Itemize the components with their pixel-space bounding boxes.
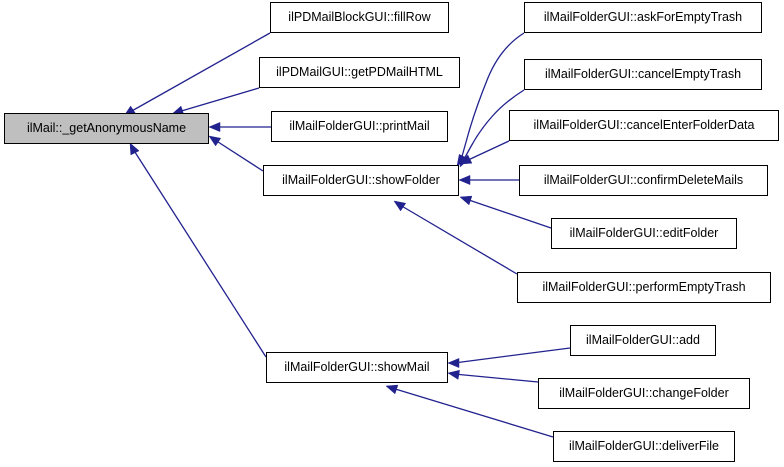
node-ilpdmailblockgui-fillrow[interactable]: ilPDMailBlockGUI::fillRow (270, 2, 449, 33)
node-label: ilMailFolderGUI::showFolder (282, 173, 440, 188)
node-label: ilMailFolderGUI::confirmDeleteMails (543, 173, 744, 188)
node-ilpdmailgui-getpdmailhtml[interactable]: ilPDMailGUI::getPDMailHTML (259, 57, 460, 88)
node-label: ilMail::_getAnonymousName (26, 121, 187, 136)
node-label: ilMailFolderGUI::cancelEnterFolderData (533, 118, 755, 133)
arrowhead-editFolder-to-showFolder (459, 195, 473, 206)
node-label: ilMailFolderGUI::changeFolder (559, 386, 729, 401)
edge-getPDMailHTML-to-root (177, 87, 260, 113)
node-label: ilPDMailBlockGUI::fillRow (288, 10, 431, 25)
node-ilmailfoldergui-performemptytrash[interactable]: ilMailFolderGUI::performEmptyTrash (517, 272, 771, 303)
node-ilmailfoldergui-changefolder[interactable]: ilMailFolderGUI::changeFolder (538, 378, 750, 409)
edge-showMail-to-root (132, 148, 267, 358)
node-label: ilMailFolderGUI::editFolder (569, 226, 719, 241)
node-ilmailfoldergui-printmail[interactable]: ilMailFolderGUI::printMail (271, 111, 448, 142)
arrowhead-deliverFile-to-showMail (385, 384, 399, 395)
arrowhead-printMail-to-root (208, 122, 221, 132)
node-ilmailfoldergui-cancelemptytrash[interactable]: ilMailFolderGUI::cancelEmptyTrash (524, 59, 762, 90)
node-ilmailfoldergui-showfolder[interactable]: ilMailFolderGUI::showFolder (263, 165, 459, 196)
edge-showFolder-to-root (214, 139, 264, 172)
node-label: ilMailFolderGUI::deliverFile (568, 439, 720, 454)
edge-editFolder-to-showFolder (465, 198, 552, 229)
node-ilmailfoldergui-add[interactable]: ilMailFolderGUI::add (570, 325, 716, 356)
node-label: ilMailFolderGUI::askForEmptyTrash (543, 10, 743, 25)
node-ilmailfoldergui-cancelenterfolderdata[interactable]: ilMailFolderGUI::cancelEnterFolderData (509, 110, 779, 141)
node-label: ilMailFolderGUI::add (586, 333, 700, 348)
edge-cancelEnterFolderData-to-showFolder (465, 140, 510, 162)
node-ilmailfoldergui-deliverfile[interactable]: ilMailFolderGUI::deliverFile (553, 431, 735, 462)
arrowhead-showFolder-to-root (208, 135, 222, 147)
node-label: ilPDMailGUI::getPDMailHTML (276, 65, 443, 80)
edge-changeFolder-to-showMail (453, 373, 539, 383)
node-ilmailfoldergui-askforemptytrash[interactable]: ilMailFolderGUI::askForEmptyTrash (524, 2, 762, 33)
node-label: ilMailFolderGUI::cancelEmptyTrash (544, 67, 742, 82)
arrowhead-add-to-showMail (447, 358, 460, 368)
edge-deliverFile-to-showMail (391, 387, 554, 438)
arrowhead-cancelEnterFolderData-to-showFolder (459, 154, 473, 165)
node-label: ilMailFolderGUI::performEmptyTrash (542, 280, 746, 295)
arrowhead-cancelEmptyTrash-to-showFolder (459, 154, 470, 168)
node-label: ilMailFolderGUI::showMail (284, 360, 430, 375)
edge-fillRow-to-root (129, 32, 271, 113)
arrowhead-confirmDeleteMails-to-showFolder (458, 175, 471, 185)
edge-add-to-showMail (453, 347, 571, 364)
arrowhead-performEmptyTrash-to-showFolder (393, 200, 407, 212)
edge-performEmptyTrash-to-showFolder (399, 204, 518, 275)
node-ilmailfoldergui-confirmdeletemails[interactable]: ilMailFolderGUI::confirmDeleteMails (519, 165, 768, 196)
node-label: ilMailFolderGUI::printMail (289, 119, 430, 134)
node-ilmail-getanonymousname[interactable]: ilMail::_getAnonymousName (4, 113, 209, 144)
node-ilmailfoldergui-editfolder[interactable]: ilMailFolderGUI::editFolder (551, 218, 737, 249)
node-ilmailfoldergui-showmail[interactable]: ilMailFolderGUI::showMail (266, 352, 448, 383)
arrowhead-changeFolder-to-showMail (447, 369, 460, 380)
arrowhead-showMail-to-root (129, 142, 140, 156)
